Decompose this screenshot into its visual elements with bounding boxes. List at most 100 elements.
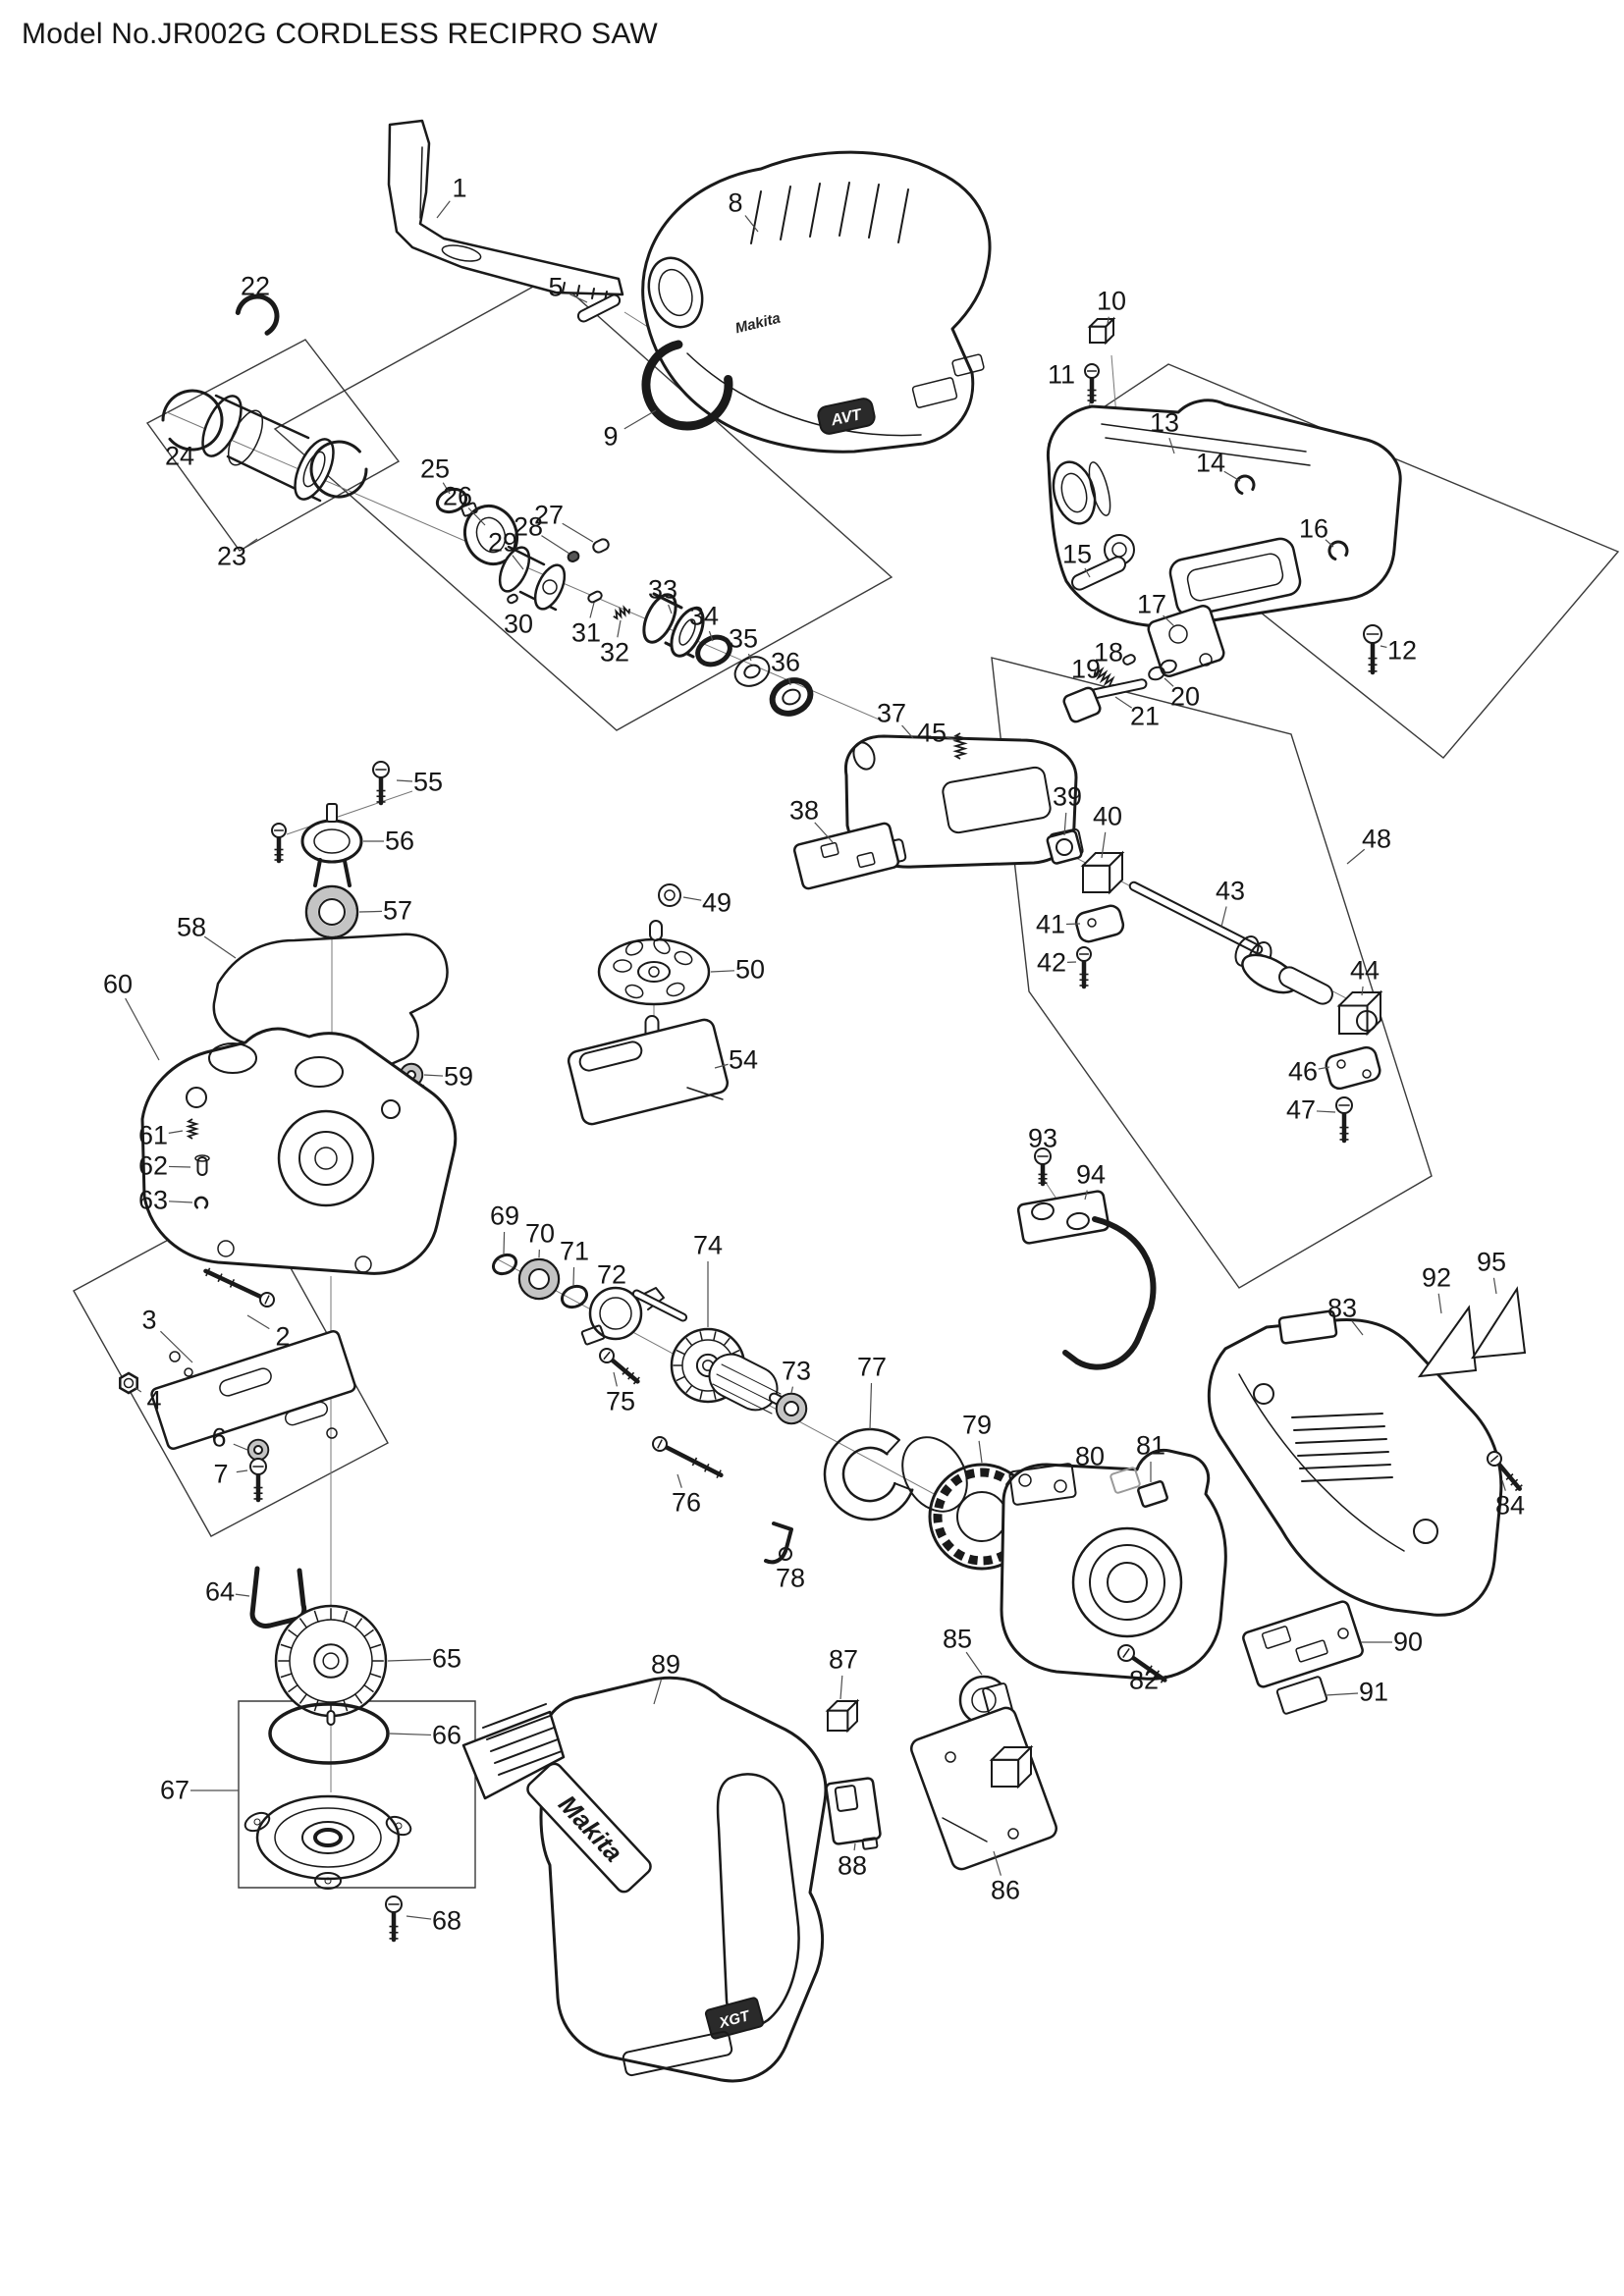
part-number-8: 8	[728, 187, 743, 218]
leader-line	[467, 507, 486, 526]
leader-line	[569, 294, 588, 303]
part-sketch-w	[246, 1438, 270, 1462]
part-sketch-e	[637, 961, 671, 983]
part-number-15: 15	[1061, 539, 1093, 569]
leader-line	[1063, 812, 1067, 836]
part-sketch-d	[326, 1710, 336, 1726]
part-sketch-b	[989, 1744, 1034, 1789]
part-sketch-c	[971, 1687, 997, 1713]
leader-line	[668, 604, 673, 614]
controller	[1242, 1600, 1364, 1688]
part-sketch-d	[649, 920, 663, 941]
part-sketch-r	[622, 2030, 733, 2077]
leader-line	[790, 1386, 794, 1394]
part-sketch-l	[576, 285, 580, 296]
part-sketch-l	[897, 188, 909, 243]
part-number-54: 54	[728, 1044, 759, 1075]
leader-line	[503, 1231, 506, 1255]
part-sketch-r	[1168, 537, 1302, 617]
part-sketch-l	[1293, 1425, 1385, 1431]
part-number-83: 83	[1326, 1293, 1358, 1323]
part-number-47: 47	[1285, 1095, 1317, 1125]
part-sketch-e	[1031, 1201, 1055, 1221]
crank-housing	[140, 1027, 458, 1275]
part-sketch-c	[1056, 838, 1073, 856]
leader-line	[787, 677, 791, 686]
part-sketch-s	[1335, 1096, 1353, 1144]
part-number-19: 19	[1070, 654, 1102, 684]
part-sketch-r	[460, 502, 478, 517]
part-sketch-c	[184, 1367, 193, 1377]
part-sketch-s	[599, 1348, 640, 1385]
part-sketch-l	[498, 1750, 563, 1776]
slider-shaft	[1128, 881, 1264, 955]
leader-line	[233, 1443, 248, 1451]
part-sketch-r	[284, 1401, 329, 1426]
leader-line	[244, 538, 258, 549]
part-sketch-r	[1137, 1480, 1168, 1508]
part-sketch-e	[613, 959, 632, 973]
part-sketch-l	[419, 146, 423, 219]
leader-line	[1223, 470, 1241, 482]
part-sketch-r	[1186, 553, 1284, 602]
part-sketch-e	[733, 656, 771, 687]
part-number-35: 35	[728, 623, 759, 654]
leader-line	[512, 555, 524, 570]
part-number-77: 77	[856, 1352, 888, 1382]
part-sketch-s	[203, 1267, 275, 1308]
part-number-64: 64	[204, 1576, 236, 1607]
part-number-76: 76	[671, 1487, 702, 1518]
outline-box	[238, 1700, 476, 1889]
leader-line	[396, 779, 413, 782]
fan	[274, 1604, 388, 1718]
part-sketch-e	[533, 563, 567, 611]
part-sketch-s	[249, 1458, 267, 1503]
part-number-3: 3	[141, 1305, 157, 1335]
part-number-41: 41	[1035, 909, 1066, 939]
part-sketch-d	[592, 538, 610, 554]
part-sketch-s	[1487, 1451, 1523, 1492]
part-sketch-e	[294, 438, 335, 501]
part-sketch-c	[1413, 1519, 1438, 1544]
part-number-74: 74	[692, 1230, 724, 1260]
part-sketch-a	[841, 1446, 896, 1503]
leader-line	[387, 1658, 432, 1662]
leader-line	[714, 1063, 729, 1069]
part-number-12: 12	[1386, 635, 1418, 666]
part-number-50: 50	[734, 954, 766, 985]
part-sketch-c	[314, 1147, 338, 1170]
part-number-79: 79	[961, 1410, 993, 1440]
leader-line	[236, 1469, 248, 1473]
part-sketch-s	[1084, 363, 1100, 404]
part-number-62: 62	[137, 1150, 169, 1181]
part-number-85: 85	[942, 1624, 973, 1654]
part-sketch-c	[542, 579, 558, 595]
part-sketch-r	[1261, 1626, 1292, 1649]
part-sketch-r	[580, 1324, 606, 1346]
part-sketch-c	[1337, 1628, 1349, 1639]
part-sketch-e	[268, 1702, 390, 1765]
leader-line	[160, 1330, 193, 1363]
part-sketch-c	[664, 889, 676, 901]
part-sketch-c	[1054, 1479, 1067, 1493]
leader-line	[617, 619, 622, 638]
leader-line	[1163, 614, 1175, 627]
part-sketch-l	[839, 182, 850, 237]
leader-line	[869, 1382, 873, 1430]
part-number-11: 11	[1047, 359, 1076, 390]
part-number-88: 88	[837, 1850, 868, 1881]
leader-line	[168, 1130, 184, 1134]
part-sketch-l	[507, 545, 546, 566]
part-sketch-c	[326, 1427, 338, 1439]
leader-line	[965, 1651, 983, 1676]
part-sketch-e	[244, 1811, 271, 1833]
part-sketch-w	[517, 1257, 561, 1301]
leader-line	[613, 1371, 618, 1387]
part-sketch-e	[441, 244, 482, 262]
part-number-37: 37	[876, 698, 907, 728]
leader-line	[589, 602, 595, 618]
part-sketch-e	[491, 1253, 518, 1276]
leader-line	[853, 1842, 856, 1851]
leader-line	[1164, 677, 1174, 687]
